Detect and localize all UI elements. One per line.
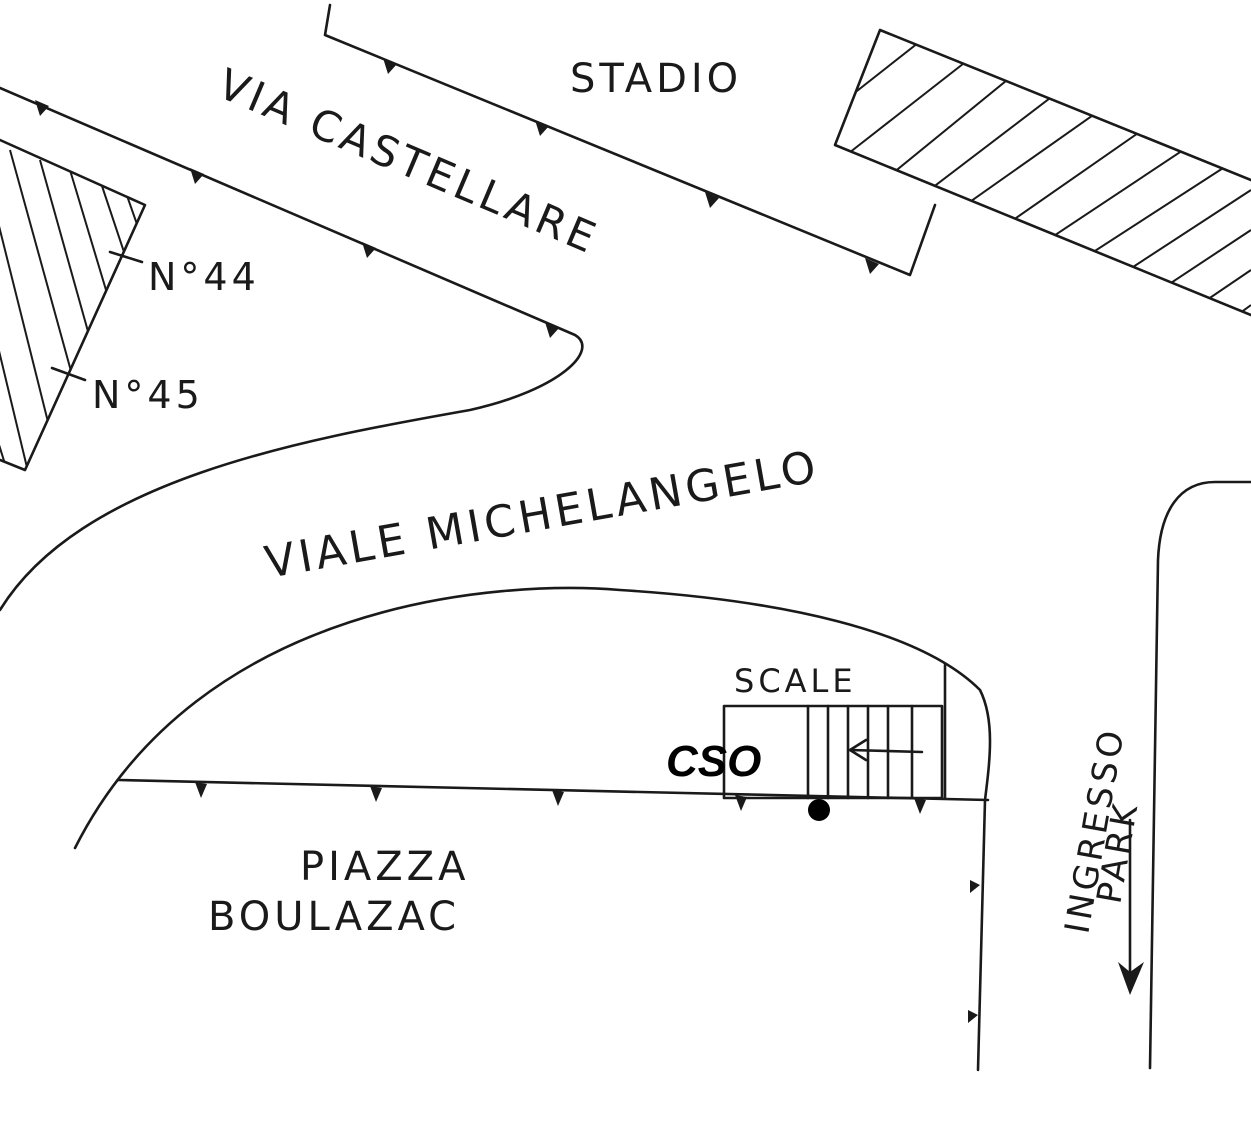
cso-label: CSO <box>666 737 761 786</box>
park-entrance-road <box>1118 480 1251 1070</box>
via-castellare-label: VIA CASTELLARE <box>211 59 606 264</box>
stairs <box>722 663 947 800</box>
arrow-down-icon <box>1118 818 1144 995</box>
piazza-curve-edge <box>73 586 992 1072</box>
boulazac-label: BOULAZAC <box>208 894 460 940</box>
stadio-building <box>833 28 1251 317</box>
scale-label: SCALE <box>734 662 857 700</box>
stadio-sidewalk-edge <box>323 3 937 277</box>
building-44-45 <box>0 138 147 472</box>
number-44-label: N°44 <box>148 255 260 299</box>
arrow-left-icon <box>848 738 924 762</box>
viale-michelangelo-label: VIALE MICHELANGELO <box>261 441 823 589</box>
piazza-label: PIAZZA <box>300 844 469 890</box>
via-castellare-edge <box>0 86 584 612</box>
location-marker-icon <box>808 799 830 821</box>
number-45-label: N°45 <box>92 373 204 417</box>
stadio-label: STADIO <box>570 56 742 102</box>
